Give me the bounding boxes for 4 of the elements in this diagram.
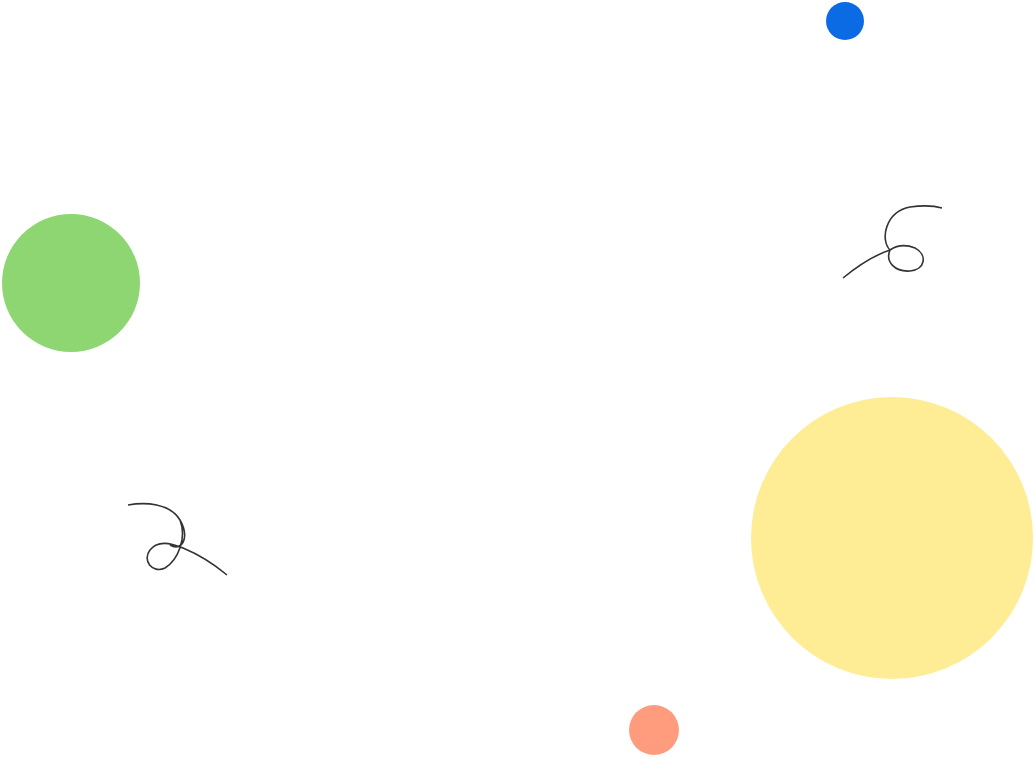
decorative-circle <box>751 397 1033 679</box>
decorative-dot <box>826 2 864 40</box>
decorative-dot <box>629 705 679 755</box>
decorative-circle <box>2 214 140 352</box>
